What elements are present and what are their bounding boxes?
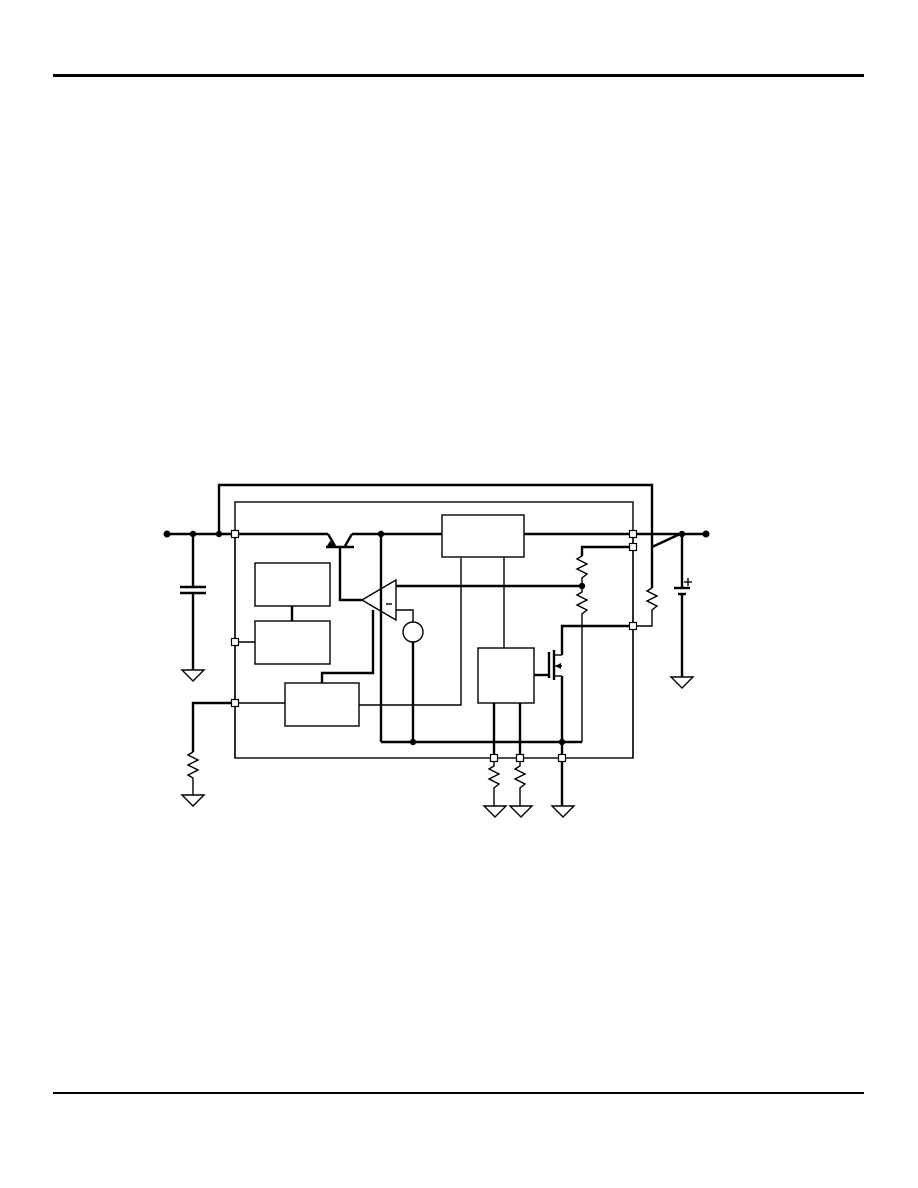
ground-icon-nmos <box>550 805 576 818</box>
junction-dot-cap <box>189 530 197 538</box>
control-block-top-center <box>441 514 525 558</box>
pnp-collector <box>343 533 354 547</box>
input-terminal-dot <box>163 530 171 538</box>
nmos-drain-wire <box>560 624 633 655</box>
ic-pin-bottom-b <box>515 753 525 763</box>
ic-pin-bottom-a <box>489 753 499 763</box>
resistor-pin-a <box>487 758 501 806</box>
reference-source-icon <box>402 621 424 643</box>
ground-icon-left <box>180 794 206 807</box>
control-block-middle-left <box>254 620 331 665</box>
pnp-base-wire <box>338 547 362 602</box>
output-switch <box>651 532 681 549</box>
pnp-emitter <box>326 533 337 547</box>
resistor-left <box>186 751 200 795</box>
left-pin-wire <box>191 701 235 752</box>
resistor-divider-top <box>575 555 589 586</box>
control-block-top-left <box>254 562 331 607</box>
ground-icon-cap <box>180 669 206 682</box>
footer-rule <box>53 1092 864 1094</box>
output-terminal-dot <box>702 530 710 538</box>
control-block-bottom-left <box>284 682 360 727</box>
control-block-right <box>477 647 535 704</box>
divider-top-wire <box>580 545 633 556</box>
outer-feedback-wire <box>217 483 654 588</box>
ic-pin-right-middle <box>628 621 638 631</box>
ic-pin-left-middle <box>230 637 240 647</box>
resistor-sense <box>633 587 659 627</box>
ic-pin-ground <box>557 753 567 763</box>
ground-icon-battery <box>669 676 695 689</box>
junction-dot-battery <box>678 530 686 538</box>
ground-icon-pin-a <box>482 805 508 818</box>
junction-dot-reference <box>409 738 417 746</box>
ic-pin-output <box>628 529 638 539</box>
amp-enable-wire <box>320 610 375 683</box>
resistor-divider-bottom <box>575 586 589 742</box>
junction-dot-collector <box>377 530 385 538</box>
block-to-top-wire <box>359 558 462 706</box>
junction-dot-nmos <box>558 738 566 746</box>
resistor-pin-b <box>513 758 527 806</box>
junction-dot-divider <box>578 582 586 590</box>
pnp-arrow-icon <box>327 541 336 547</box>
error-amplifier <box>360 578 397 622</box>
ic-pin-sense <box>628 542 638 552</box>
ic-pin-left-bottom <box>230 698 240 708</box>
nmos-arrow-icon <box>555 663 561 669</box>
ground-icon-pin-b <box>508 805 534 818</box>
ic-pin-input <box>230 529 240 539</box>
junction-dot-loop <box>215 530 223 538</box>
header-rule <box>53 74 864 77</box>
reference-wire <box>396 609 414 622</box>
